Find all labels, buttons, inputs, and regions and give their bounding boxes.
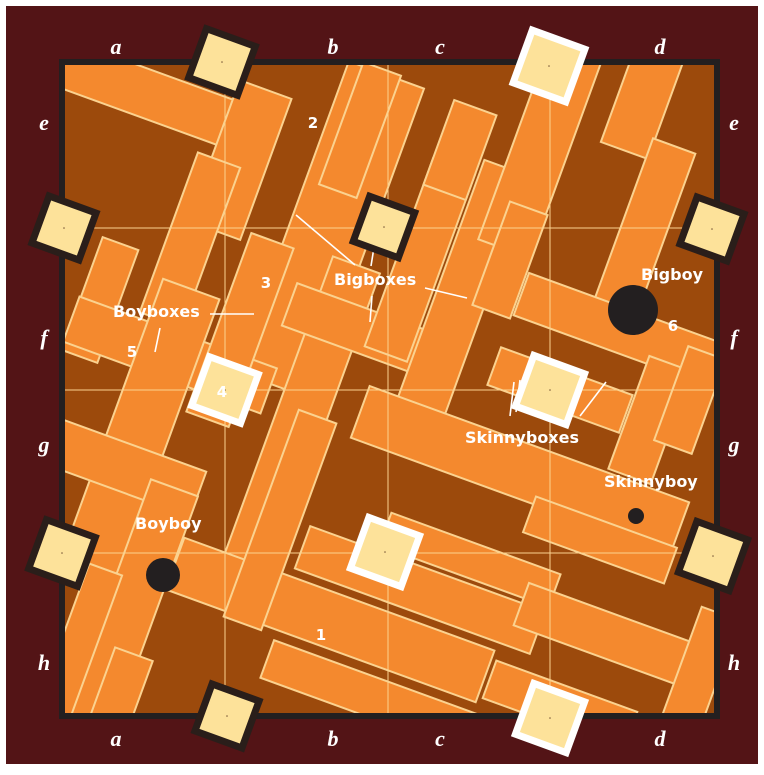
tile-number-3: 3 [251,274,281,292]
column-label-d-top: d [640,34,680,60]
row-label-f-right: f [714,325,754,351]
tile-number-5: 5 [117,343,147,361]
row-label-e-left: e [24,110,64,136]
callout-skinnyboy: Skinnyboy [604,472,698,492]
callout-boyboxes: Boyboxes [113,302,200,322]
tile-number-4: 4 [207,383,237,401]
row-label-h-left: h [24,650,64,676]
column-label-a-top: a [96,34,136,60]
row-label-h-right: h [714,650,754,676]
square-marker-center-6 [549,389,551,391]
boyboy-piece-icon [146,558,180,592]
row-label-g-right: g [714,432,754,458]
tile-number-2: 2 [298,114,328,132]
callout-bigboxes: Bigboxes [334,270,416,290]
row-label-e-right: e [714,110,754,136]
column-label-b-bottom: b [313,726,353,752]
square-marker-center-10 [712,555,714,557]
square-marker-center-9 [384,551,386,553]
column-label-d-bottom: d [640,726,680,752]
square-marker-center-4 [383,226,385,228]
callout-skinnyboxes: Skinnyboxes [465,428,579,448]
square-marker-center-8 [61,552,63,554]
square-marker-center-11 [226,715,228,717]
callout-bigboy: Bigboy [641,265,703,285]
row-label-f-left: f [24,325,64,351]
tile-number-1: 1 [306,626,336,644]
callout-boyboy: Boyboy [135,514,202,534]
square-marker-center-3 [63,227,65,229]
square-marker-center-2 [548,65,550,67]
square-marker-center-12 [549,717,551,719]
tile-number-6: 6 [658,317,688,335]
skinnyboy-piece-icon [628,508,644,524]
column-label-c-top: c [420,34,460,60]
square-marker-center-1 [221,61,223,63]
row-label-g-left: g [24,432,64,458]
column-label-a-bottom: a [96,726,136,752]
column-label-c-bottom: c [420,726,460,752]
square-marker-center-5 [711,228,713,230]
column-label-b-top: b [313,34,353,60]
bigboy-piece-icon [608,285,658,335]
